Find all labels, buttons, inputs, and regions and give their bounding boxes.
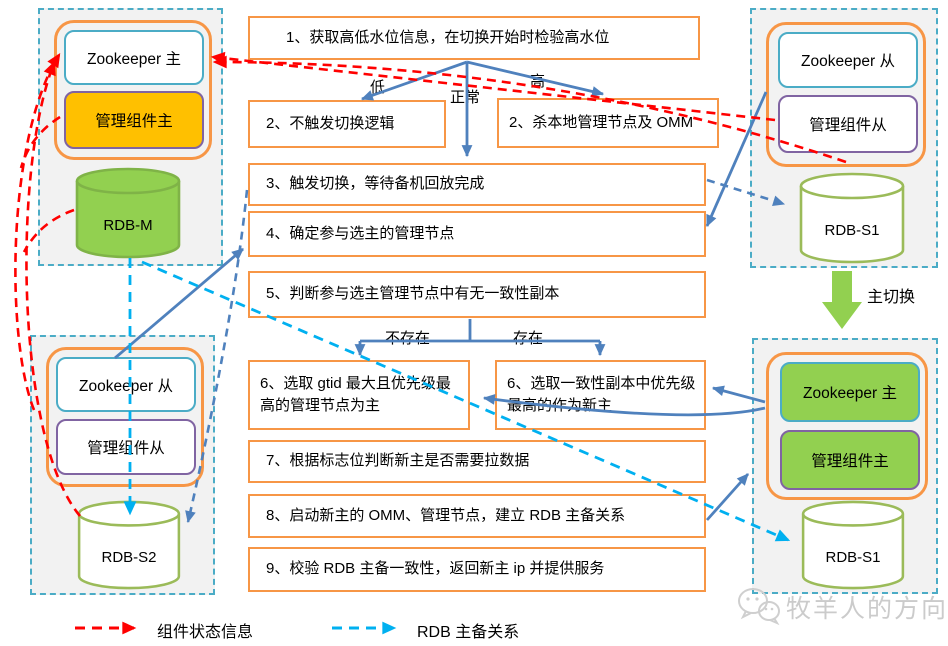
node-zookeeper-master-top-left: Zookeeper 主 — [64, 30, 204, 85]
db-label: RDB-S2 — [101, 548, 157, 566]
cluster-bottom-left: Zookeeper 从 管理组件从 RDB-S2 — [30, 335, 215, 595]
step-text: 2、杀本地管理节点及 OMM — [509, 113, 694, 131]
db-cylinder-rdb-s1-bottom: RDB-S1 — [800, 500, 906, 590]
cylinder-shape — [799, 172, 905, 264]
node-zookeeper-master-bottom-right: Zookeeper 主 — [780, 362, 920, 422]
step-text: 6、选取 gtid 最大且优先级最高的管理节点为主 — [260, 374, 451, 415]
node-label: 管理组件从 — [809, 117, 887, 134]
branch-label-not-exist: 不存在 — [385, 330, 431, 347]
wechat-icon — [738, 588, 780, 626]
node-label: 管理组件主 — [811, 453, 889, 470]
arrow-step8-to-bottom-right — [705, 473, 750, 521]
db-cylinder-rdb-m: RDB-M — [74, 167, 182, 259]
step-text: 2、不触发切换逻辑 — [266, 114, 395, 132]
step-2-left: 2、不触发切换逻辑 — [248, 100, 446, 148]
branch-label-high: 高 — [530, 73, 546, 90]
db-label: RDB-S1 — [825, 548, 881, 566]
node-label: Zookeeper 从 — [79, 377, 173, 395]
step-6-right: 6、选取一致性副本中优先级最高的作为新主 — [495, 360, 706, 430]
master-switch-arrow — [822, 271, 862, 329]
watermark-text: 牧羊人的方向 — [786, 595, 948, 623]
node-zookeeper-slave-top-right: Zookeeper 从 — [778, 32, 918, 88]
cluster-top-left: Zookeeper 主 管理组件主 RDB-M — [38, 8, 223, 266]
step-3: 3、触发切换，等待备机回放完成 — [248, 163, 706, 206]
step-5: 5、判断参与选主管理节点中有无一致性副本 — [248, 271, 706, 318]
step-1: 1、获取高低水位信息，在切换开始时检验高水位 — [248, 16, 700, 60]
step-4: 4、确定参与选主的管理节点 — [248, 211, 706, 257]
step-text: 5、判断参与选主管理节点中有无一致性副本 — [266, 285, 560, 303]
branch-label-normal: 正常 — [450, 89, 481, 106]
node-mgmt-slave-bottom-left: 管理组件从 — [56, 419, 196, 475]
node-label: 管理组件主 — [95, 113, 173, 130]
step-text: 6、选取一致性副本中优先级最高的作为新主 — [507, 374, 696, 415]
step-9: 9、校验 RDB 主备一致性，返回新主 ip 并提供服务 — [248, 547, 706, 592]
node-mgmt-slave-top-right: 管理组件从 — [778, 95, 918, 153]
master-switch-label: 主切换 — [867, 289, 916, 306]
node-label: Zookeeper 从 — [801, 53, 895, 70]
step-8: 8、启动新主的 OMM、管理节点，建立 RDB 主备关系 — [248, 494, 706, 538]
node-label: Zookeeper 主 — [87, 50, 181, 68]
cylinder-shape — [801, 500, 905, 590]
step-text: 9、校验 RDB 主备一致性，返回新主 ip 并提供服务 — [266, 560, 605, 578]
node-mgmt-master-bottom-right: 管理组件主 — [780, 430, 920, 490]
db-label: RDB-M — [103, 216, 153, 234]
node-label: 管理组件从 — [87, 440, 165, 457]
legend-component-status-label: 组件状态信息 — [157, 624, 254, 641]
step-text: 1、获取高低水位信息，在切换开始时检验高水位 — [286, 28, 610, 46]
step-text: 4、确定参与选主的管理节点 — [266, 224, 455, 242]
cylinder-shape — [77, 500, 181, 590]
cylinder-shape — [75, 167, 181, 259]
branch-label-low: 低 — [370, 79, 386, 96]
step-7: 7、根据标志位判断新主是否需要拉数据 — [248, 440, 706, 483]
db-cylinder-rdb-s2: RDB-S2 — [76, 500, 182, 590]
cluster-bottom-right: Zookeeper 主 管理组件主 RDB-S1 — [752, 338, 938, 594]
legend-rdb-relation-label: RDB 主备关系 — [417, 624, 520, 641]
branch-label-exist: 存在 — [513, 330, 544, 347]
step-text: 3、触发切换，等待备机回放完成 — [266, 175, 485, 193]
step-text: 7、根据标志位判断新主是否需要拉数据 — [266, 452, 530, 470]
step-text: 8、启动新主的 OMM、管理节点，建立 RDB 主备关系 — [266, 506, 626, 524]
db-cylinder-rdb-s1-top: RDB-S1 — [798, 172, 906, 264]
cluster-top-right: Zookeeper 从 管理组件从 RDB-S1 — [750, 8, 938, 268]
step-2-right: 2、杀本地管理节点及 OMM — [497, 98, 719, 148]
step-6-left: 6、选取 gtid 最大且优先级最高的管理节点为主 — [248, 360, 470, 430]
node-mgmt-master-top-left: 管理组件主 — [64, 91, 204, 149]
node-zookeeper-slave-bottom-left: Zookeeper 从 — [56, 357, 196, 412]
db-label: RDB-S1 — [824, 221, 880, 239]
node-label: Zookeeper 主 — [803, 385, 897, 402]
